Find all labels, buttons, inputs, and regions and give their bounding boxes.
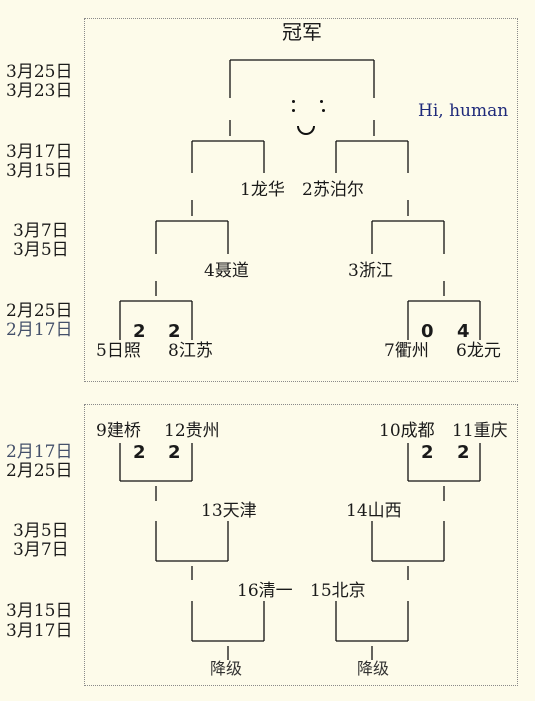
date-lower-r2b: 3月7日 xyxy=(13,540,69,560)
lower-bracket-panel xyxy=(84,404,518,686)
date-upper-r1a: 2月25日 xyxy=(6,301,73,321)
date-upper-r3a: 3月17日 xyxy=(6,142,73,162)
date-upper-r1b: 2月17日 xyxy=(6,320,73,340)
team-semi-right: 2苏泊尔 xyxy=(302,180,364,200)
relegation-left-label: 降级 xyxy=(210,659,243,678)
team-lower-r1-m2-a: 10成都 xyxy=(379,421,435,441)
team-upper-r1-m1-b: 8江苏 xyxy=(168,341,213,361)
score-upper-r1-m2-a: 0 xyxy=(421,321,434,342)
team-upper-r1-m2-a: 7衢州 xyxy=(384,341,429,361)
date-upper-r2b: 3月5日 xyxy=(13,240,69,260)
score-lower-r1-m2-b: 2 xyxy=(457,442,470,463)
date-lower-r3b: 3月17日 xyxy=(6,621,73,641)
smiley-eye-right-lower xyxy=(322,109,325,112)
date-lower-r1a: 2月17日 xyxy=(6,442,73,462)
smiley-eye-left xyxy=(292,100,295,103)
date-upper-r3b: 3月15日 xyxy=(6,161,73,181)
team-lower-r1-m2-b: 11重庆 xyxy=(452,421,508,441)
date-upper-r2a: 3月7日 xyxy=(13,221,69,241)
team-lower-r3-left: 16清一 xyxy=(237,581,293,601)
upper-bracket-panel xyxy=(84,18,518,382)
team-lower-r1-m1-b: 12贵州 xyxy=(164,421,220,441)
relegation-right-label: 降级 xyxy=(357,659,390,678)
score-lower-r1-m1-b: 2 xyxy=(168,442,181,463)
team-lower-r2-left: 13天津 xyxy=(201,501,257,521)
score-upper-r1-m1-a: 2 xyxy=(133,321,146,342)
score-upper-r1-m1-b: 2 xyxy=(168,321,181,342)
date-upper-r4b: 3月23日 xyxy=(6,81,73,101)
date-lower-r1b: 2月25日 xyxy=(6,461,73,481)
date-lower-r2a: 3月5日 xyxy=(13,521,69,541)
champion-title: 冠军 xyxy=(282,20,322,44)
team-upper-r1-m1-a: 5日照 xyxy=(96,341,141,361)
team-qf-right: 3浙江 xyxy=(348,261,393,281)
smiley-eye-right xyxy=(320,100,323,103)
team-lower-r2-right: 14山西 xyxy=(346,501,402,521)
score-lower-r1-m1-a: 2 xyxy=(133,442,146,463)
team-lower-r1-m1-a: 9建桥 xyxy=(96,421,141,441)
team-lower-r3-right: 15北京 xyxy=(310,581,366,601)
greeting-text: Hi, human xyxy=(418,101,509,121)
team-semi-left: 1龙华 xyxy=(240,180,285,200)
smiley-eye-left-lower xyxy=(292,109,295,112)
score-upper-r1-m2-b: 4 xyxy=(457,321,470,342)
team-upper-r1-m2-b: 6龙元 xyxy=(456,341,501,361)
date-upper-r4a: 3月25日 xyxy=(6,62,73,82)
date-lower-r3a: 3月15日 xyxy=(6,601,73,621)
score-lower-r1-m2-a: 2 xyxy=(421,442,434,463)
team-qf-left: 4聂道 xyxy=(204,261,249,281)
